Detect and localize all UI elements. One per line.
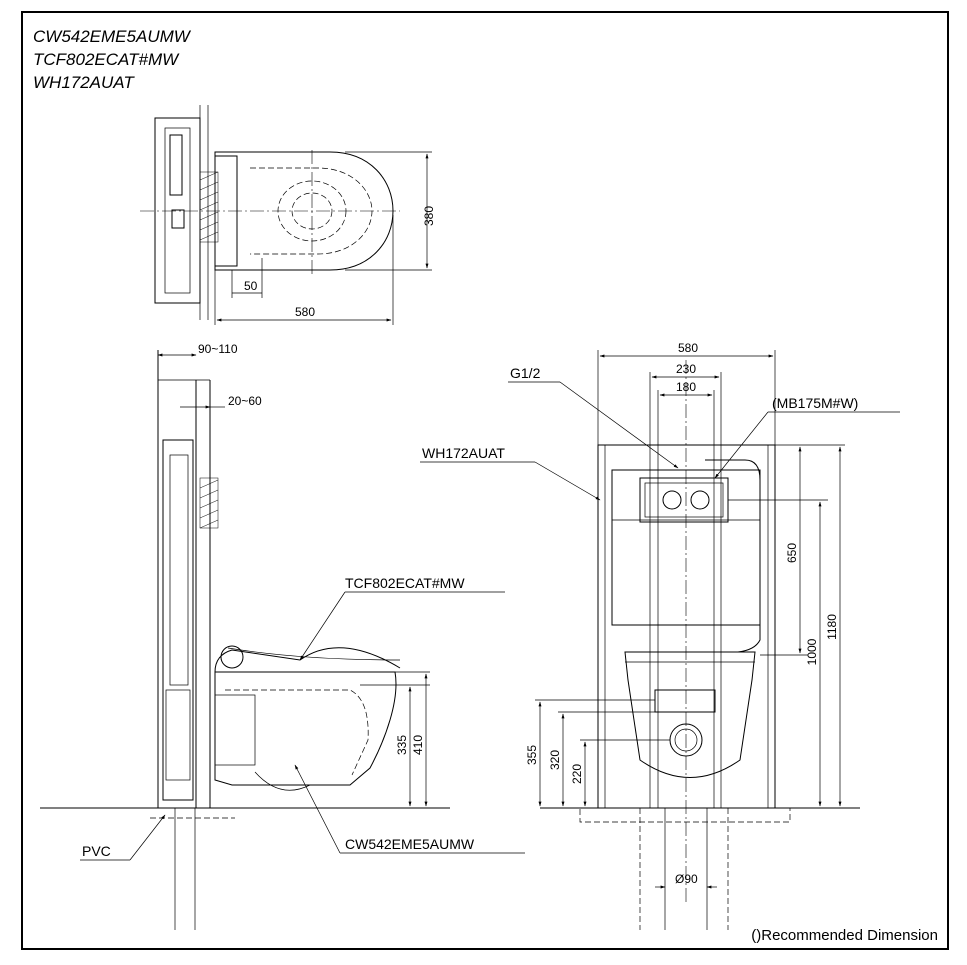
model-code-frame: WH172AUAT — [33, 73, 135, 92]
dim-top-length: 580 — [295, 305, 315, 319]
label-pvc: PVC — [82, 843, 111, 859]
model-code-list: CW542EME5AUMW TCF802ECAT#MW WH172AUAT — [33, 27, 192, 92]
dim-front-220: 220 — [570, 764, 584, 784]
dim-side-height-410: 410 — [411, 735, 425, 755]
side-view: 90~110 20~60 TCF802ECAT#MW 335 410 PVC C… — [40, 342, 525, 930]
label-seat-model: TCF802ECAT#MW — [345, 575, 465, 591]
dim-drain-diameter: Ø90 — [675, 872, 698, 886]
dim-front-width: 580 — [678, 341, 698, 355]
label-bowl-model: CW542EME5AUMW — [345, 836, 475, 852]
label-flush-plate: (MB175M#W) — [772, 395, 858, 411]
footer-note: ()Recommended Dimension — [751, 927, 938, 944]
dim-top-offset: 50 — [244, 279, 258, 293]
dim-front-1000: 1000 — [805, 638, 819, 665]
dim-front-355: 355 — [525, 745, 539, 765]
top-view: 380 50 580 — [140, 105, 436, 325]
dim-side-height-335: 335 — [395, 735, 409, 755]
dim-front-650: 650 — [785, 543, 799, 563]
model-code-seat: TCF802ECAT#MW — [33, 50, 180, 69]
front-view: 580 230 180 G1/2 (MB175M#W) WH172AUAT 65… — [420, 341, 900, 930]
dim-top-depth: 380 — [422, 206, 436, 226]
dim-front-inner-230: 230 — [676, 362, 696, 376]
dim-side-offset-range: 20~60 — [228, 394, 262, 408]
dim-side-wall-range: 90~110 — [198, 342, 238, 356]
label-frame-model: WH172AUAT — [422, 445, 505, 461]
model-code-bowl: CW542EME5AUMW — [33, 27, 192, 46]
dim-front-320: 320 — [548, 750, 562, 770]
label-inlet-thread: G1/2 — [510, 365, 541, 381]
dim-front-1180: 1180 — [825, 614, 839, 640]
drawing-frame — [21, 11, 949, 950]
dim-front-inner-180: 180 — [676, 380, 696, 394]
